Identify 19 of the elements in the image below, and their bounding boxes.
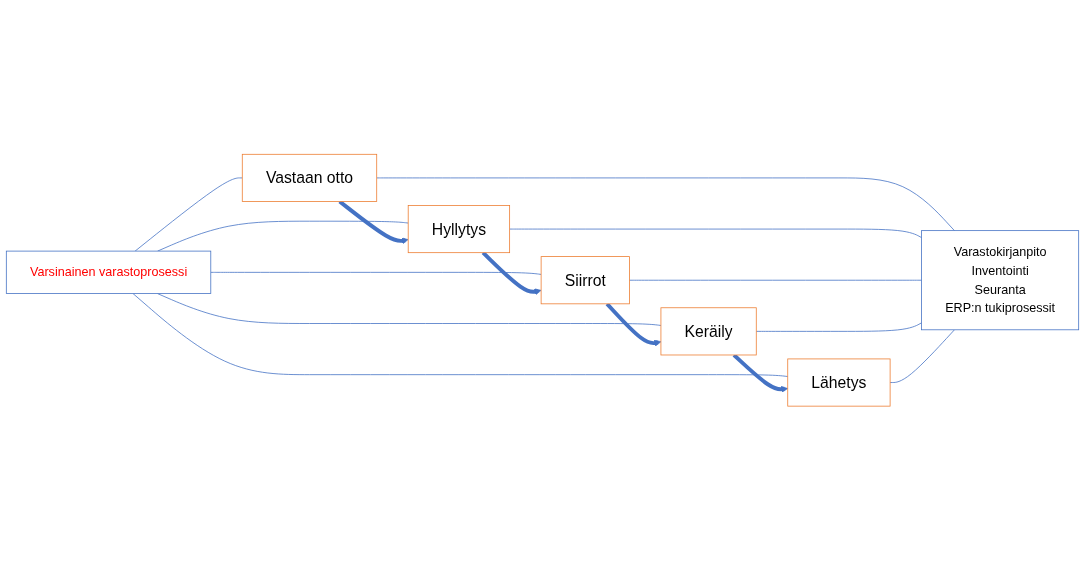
connector: [755, 322, 922, 333]
connector: [376, 177, 955, 232]
node-box: Lähetys: [787, 358, 891, 407]
node-box: Siirrot: [540, 256, 630, 305]
connector: [509, 228, 922, 239]
arrow: [338, 200, 409, 245]
node-box: Hyllytys: [407, 205, 511, 254]
connector: [210, 272, 542, 276]
connector: [134, 177, 243, 252]
node-box: Vastaan otto: [241, 154, 378, 203]
connector: [157, 221, 409, 252]
node-box: Keräily: [660, 307, 757, 356]
node-box: Varastokirjanpito Inventointi Seuranta ERP:n tukiprosessit: [921, 230, 1080, 331]
connector: [629, 280, 922, 281]
connector: [132, 293, 789, 378]
connector: [157, 293, 662, 327]
connector: [889, 329, 955, 384]
arrow: [481, 251, 542, 296]
node-box: Varsinainen varastoprosessi: [5, 251, 212, 295]
